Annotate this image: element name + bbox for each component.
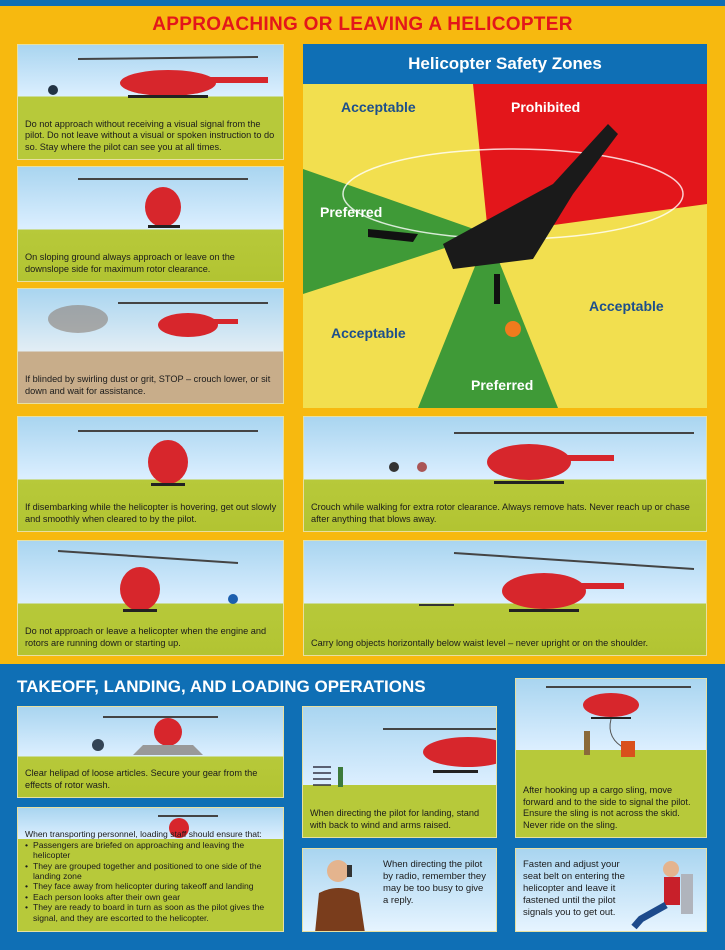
helicopter-illustration — [389, 432, 694, 484]
zone-preferred-left — [303, 169, 488, 294]
top-strip — [0, 0, 725, 6]
panel-text: After hooking up a cargo sling, move for… — [523, 785, 691, 830]
panel-sloping-ground: On sloping ground always approach or lea… — [17, 166, 284, 282]
arrow-left-icon — [368, 229, 418, 242]
helicopter-illustration — [78, 178, 248, 228]
panel-dust: If blinded by swirling dust or grit, STO… — [17, 288, 284, 404]
panel-hovering: If disembarking while the helicopter is … — [17, 416, 284, 532]
panel-text: Fasten and adjust your seat belt on ente… — [523, 859, 625, 918]
panel-text: Do not approach or leave a helicopter wh… — [25, 626, 267, 648]
person-with-radio-illustration — [315, 860, 365, 931]
zones-wedges — [303, 84, 707, 408]
panel-cargo-sling: After hooking up a cargo sling, move for… — [515, 678, 707, 838]
panel-text: Clear helipad of loose articles. Secure … — [25, 768, 258, 790]
panel-text: Carry long objects horizontally below wa… — [311, 637, 649, 648]
list-item: They are grouped together and positioned… — [25, 861, 277, 882]
helicopter-illustration — [92, 716, 218, 755]
panel-seat-belt: Fasten and adjust your seat belt on ente… — [515, 848, 707, 932]
label-acceptable-left: Acceptable — [331, 325, 406, 341]
panel-rotors-running: Do not approach or leave a helicopter wh… — [17, 540, 284, 656]
list-item: Each person looks after their own gear — [25, 892, 277, 903]
list-item: They face away from helicopter during ta… — [25, 881, 277, 892]
helicopter-illustration — [78, 430, 258, 486]
zones-title: Helicopter Safety Zones — [303, 44, 707, 84]
helicopter-top-view — [443, 124, 618, 269]
panel-text: If blinded by swirling dust or grit, STO… — [25, 374, 271, 396]
panel-radio: When directing the pilot by radio, remem… — [302, 848, 497, 932]
panel-text: If disembarking while the helicopter is … — [25, 502, 277, 524]
helicopter-illustration — [48, 56, 268, 98]
label-acceptable-right: Acceptable — [589, 298, 664, 314]
list-item: They are ready to board in turn as soon … — [25, 902, 277, 923]
panel-text: When directing the pilot by radio, remem… — [383, 859, 486, 906]
section-title-takeoff: TAKEOFF, LANDING, AND LOADING OPERATIONS — [17, 677, 426, 696]
helicopter-illustration — [546, 686, 691, 757]
panel-visual-signal: Do not approach without receiving a visu… — [17, 44, 284, 160]
section-title-approaching: APPROACHING OR LEAVING A HELICOPTER — [152, 14, 573, 35]
safety-zones-diagram: Helicopter Safety Zones Acceptable Prohi… — [303, 44, 707, 408]
label-preferred-left: Preferred — [320, 204, 383, 220]
zone-preferred-bottom — [418, 234, 558, 408]
panel-landing-direction: When directing the pilot for landing, st… — [302, 706, 497, 838]
panel-helipad: Clear helipad of loose articles. Secure … — [17, 706, 284, 798]
panel-text: Do not approach without receiving a visu… — [25, 118, 275, 152]
helicopter-illustration — [48, 302, 268, 337]
helicopter-illustration — [57, 550, 239, 612]
panel-text: When directing the pilot for landing, st… — [310, 808, 480, 830]
person-figure — [505, 321, 521, 337]
panel-text: On sloping ground always approach or lea… — [25, 252, 235, 274]
panel-crouch: Crouch while walking for extra rotor cle… — [303, 416, 707, 532]
seated-passenger-illustration — [631, 861, 693, 930]
helicopter-illustration — [158, 815, 218, 838]
panel-text: Crouch while walking for extra rotor cle… — [311, 502, 690, 524]
personnel-intro: When transporting personnel, loading sta… — [25, 829, 262, 840]
panel-long-objects: Carry long objects horizontally below wa… — [303, 540, 707, 656]
panel-personnel: When transporting personnel, loading sta… — [17, 807, 284, 932]
label-prohibited: Prohibited — [511, 99, 581, 115]
personnel-list: Passengers are briefed on approaching an… — [25, 840, 277, 923]
helicopter-illustration — [419, 552, 695, 612]
label-preferred-bottom: Preferred — [471, 377, 534, 393]
list-item: Passengers are briefed on approaching an… — [25, 840, 277, 861]
helicopter-illustration — [313, 728, 496, 787]
label-acceptable-top: Acceptable — [341, 99, 416, 115]
arrow-vertical-icon — [494, 274, 500, 304]
